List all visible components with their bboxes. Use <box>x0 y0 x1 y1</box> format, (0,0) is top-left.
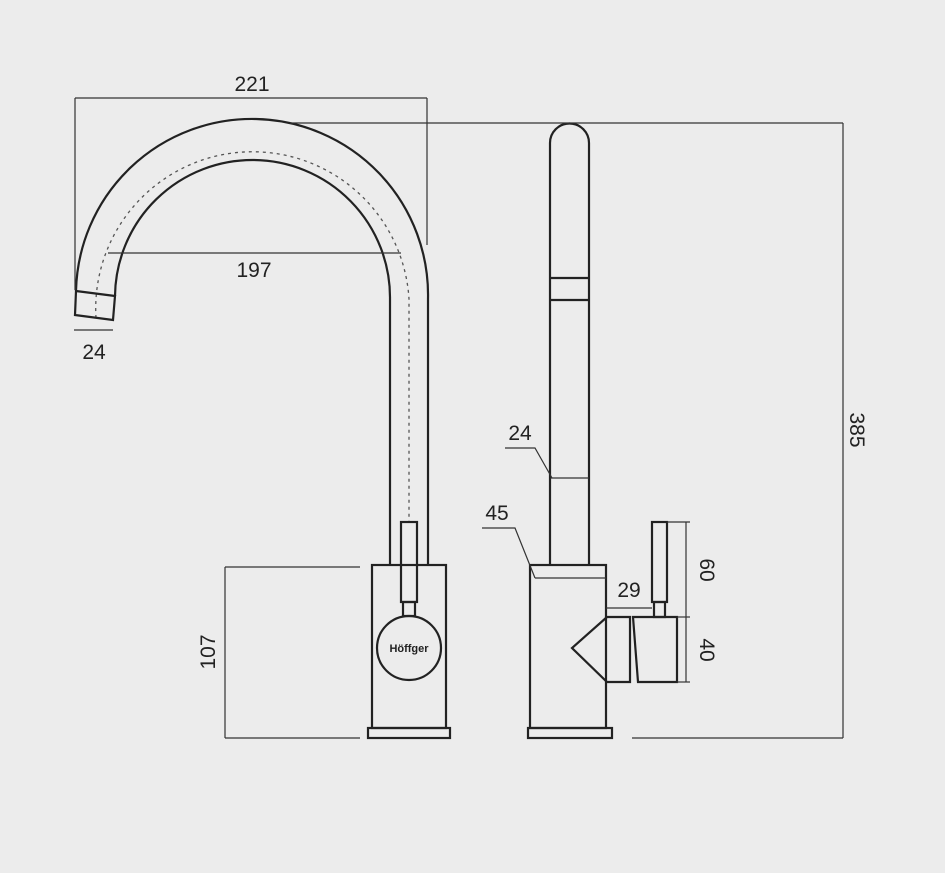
dim-label: 45 <box>485 502 508 525</box>
dim-label: 107 <box>197 634 220 669</box>
front-view: Höffger 221 197 24 107 <box>73 73 452 740</box>
dim-label: 385 <box>845 412 868 447</box>
dim-label: 60 <box>695 558 718 581</box>
spout-inner <box>113 158 392 565</box>
dim-label: 24 <box>508 422 532 445</box>
side-view: 385 24 45 29 60 40 <box>290 122 868 740</box>
spout-outer <box>74 117 430 565</box>
dim-label: 24 <box>82 341 106 364</box>
handle-neck <box>652 600 667 619</box>
dim-221: 221 <box>74 73 428 290</box>
brand-logo: Höffger <box>389 643 429 655</box>
aerator <box>73 289 117 322</box>
dim-29: 29 <box>606 579 652 609</box>
base <box>526 726 614 740</box>
spout-tube <box>548 122 591 565</box>
dim-label: 29 <box>617 579 640 602</box>
handle <box>399 520 419 604</box>
dim-385: 385 <box>290 122 868 739</box>
dim-label: 197 <box>236 259 271 282</box>
body <box>528 563 608 730</box>
spout-centerline <box>95 151 410 522</box>
dim-24-tube: 24 <box>505 422 589 479</box>
lever-block <box>631 615 679 684</box>
handle <box>650 520 669 604</box>
lever-joint <box>570 615 632 684</box>
logo-cap <box>375 614 443 682</box>
dim-label: 221 <box>234 73 269 96</box>
handle-neck <box>401 600 417 618</box>
base <box>366 726 452 740</box>
dim-107: 107 <box>197 566 360 739</box>
dim-60: 60 <box>667 521 718 618</box>
dim-label: 40 <box>695 638 718 661</box>
dim-45: 45 <box>482 502 606 579</box>
dim-40: 40 <box>677 617 718 683</box>
dim-197: 197 <box>108 252 401 282</box>
dim-24-spout: 24 <box>74 329 113 364</box>
